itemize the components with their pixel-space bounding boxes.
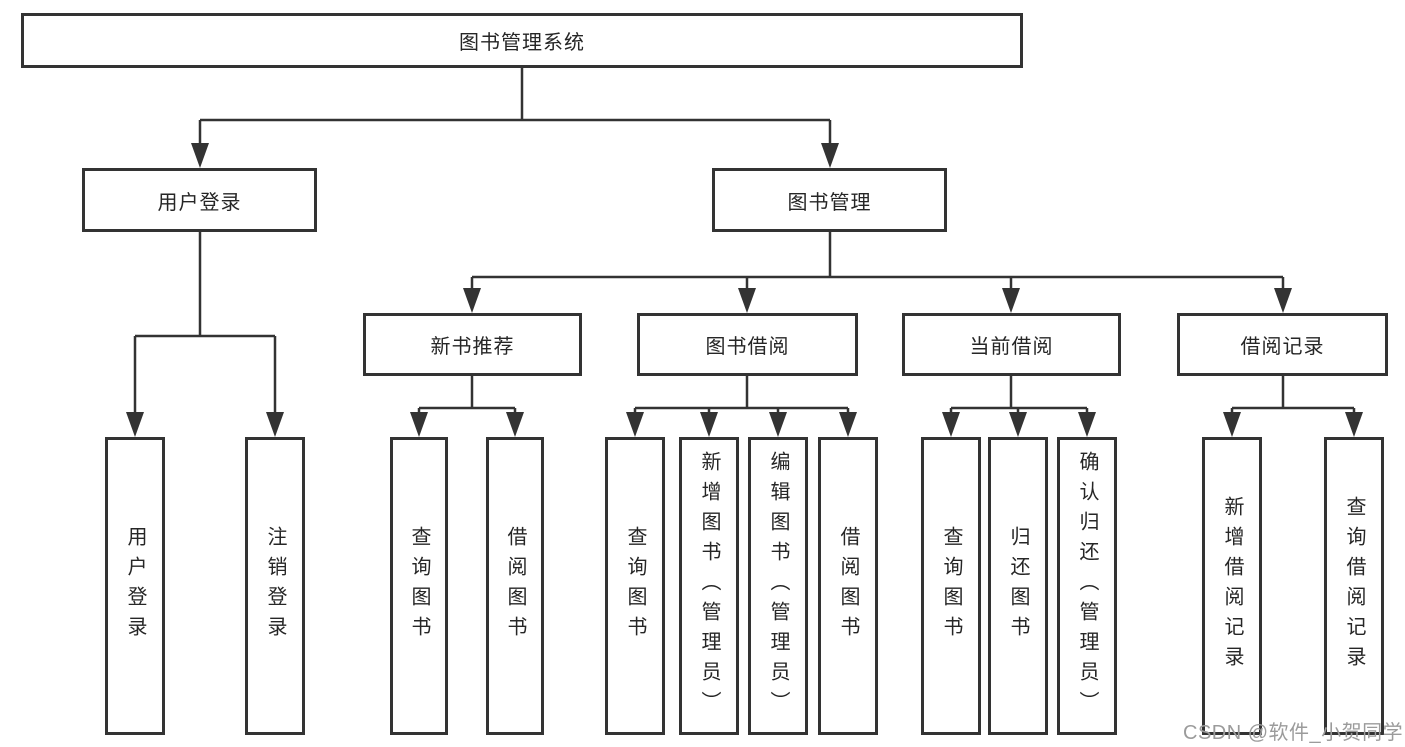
node-current-borrow: 当前借阅 [902, 313, 1121, 376]
leaf-add-borrow-record-label: 新增借阅记录 [1221, 496, 1243, 676]
arrowhead-icons [126, 143, 1363, 437]
leaf-query-borrow-record-label: 查询借阅记录 [1343, 496, 1365, 676]
leaf-borrow-books-recommend: 借阅图书 [486, 437, 544, 735]
leaf-borrow-books: 借阅图书 [818, 437, 878, 735]
leaf-query-books-current: 查询图书 [921, 437, 981, 735]
csdn-watermark: CSDN @软件_小贺同学 [1183, 722, 1404, 744]
leaf-query-books-borrow-label: 查询图书 [624, 526, 646, 646]
leaf-query-books-borrow: 查询图书 [605, 437, 665, 735]
leaf-user-login-label: 用户登录 [124, 526, 146, 646]
node-borrow-records-label: 借阅记录 [1240, 336, 1325, 358]
node-root-label: 图书管理系统 [459, 32, 585, 54]
node-new-book-recommend-label: 新书推荐 [430, 336, 515, 358]
node-book-management: 图书管理 [712, 168, 947, 232]
leaf-confirm-return-admin-label: 确认归还（管理员） [1076, 451, 1098, 721]
node-book-borrow-label: 图书借阅 [705, 336, 790, 358]
node-book-management-label: 图书管理 [787, 191, 872, 214]
leaf-query-books-recommend-label: 查询图书 [408, 526, 430, 646]
node-root: 图书管理系统 [21, 13, 1023, 68]
leaf-query-books-recommend: 查询图书 [390, 437, 448, 735]
leaf-query-borrow-record: 查询借阅记录 [1324, 437, 1384, 735]
leaf-add-book-admin-label: 新增图书（管理员） [698, 451, 720, 721]
node-user-login-label: 用户登录 [157, 191, 242, 214]
leaf-confirm-return-admin: 确认归还（管理员） [1057, 437, 1117, 735]
leaf-logout-label: 注销登录 [264, 526, 286, 646]
leaf-return-books-label: 归还图书 [1007, 526, 1029, 646]
leaf-add-borrow-record: 新增借阅记录 [1202, 437, 1262, 735]
leaf-borrow-books-label: 借阅图书 [837, 526, 859, 646]
node-user-login: 用户登录 [82, 168, 317, 232]
node-current-borrow-label: 当前借阅 [969, 336, 1054, 358]
leaf-borrow-books-recommend-label: 借阅图书 [504, 526, 526, 646]
node-book-borrow: 图书借阅 [637, 313, 858, 376]
leaf-return-books: 归还图书 [988, 437, 1048, 735]
node-borrow-records: 借阅记录 [1177, 313, 1388, 376]
leaf-user-login: 用户登录 [105, 437, 165, 735]
leaf-edit-book-admin-label: 编辑图书（管理员） [767, 451, 789, 721]
node-new-book-recommend: 新书推荐 [363, 313, 582, 376]
leaf-query-books-current-label: 查询图书 [940, 526, 962, 646]
leaf-add-book-admin: 新增图书（管理员） [679, 437, 739, 735]
leaf-logout: 注销登录 [245, 437, 305, 735]
leaf-edit-book-admin: 编辑图书（管理员） [748, 437, 808, 735]
